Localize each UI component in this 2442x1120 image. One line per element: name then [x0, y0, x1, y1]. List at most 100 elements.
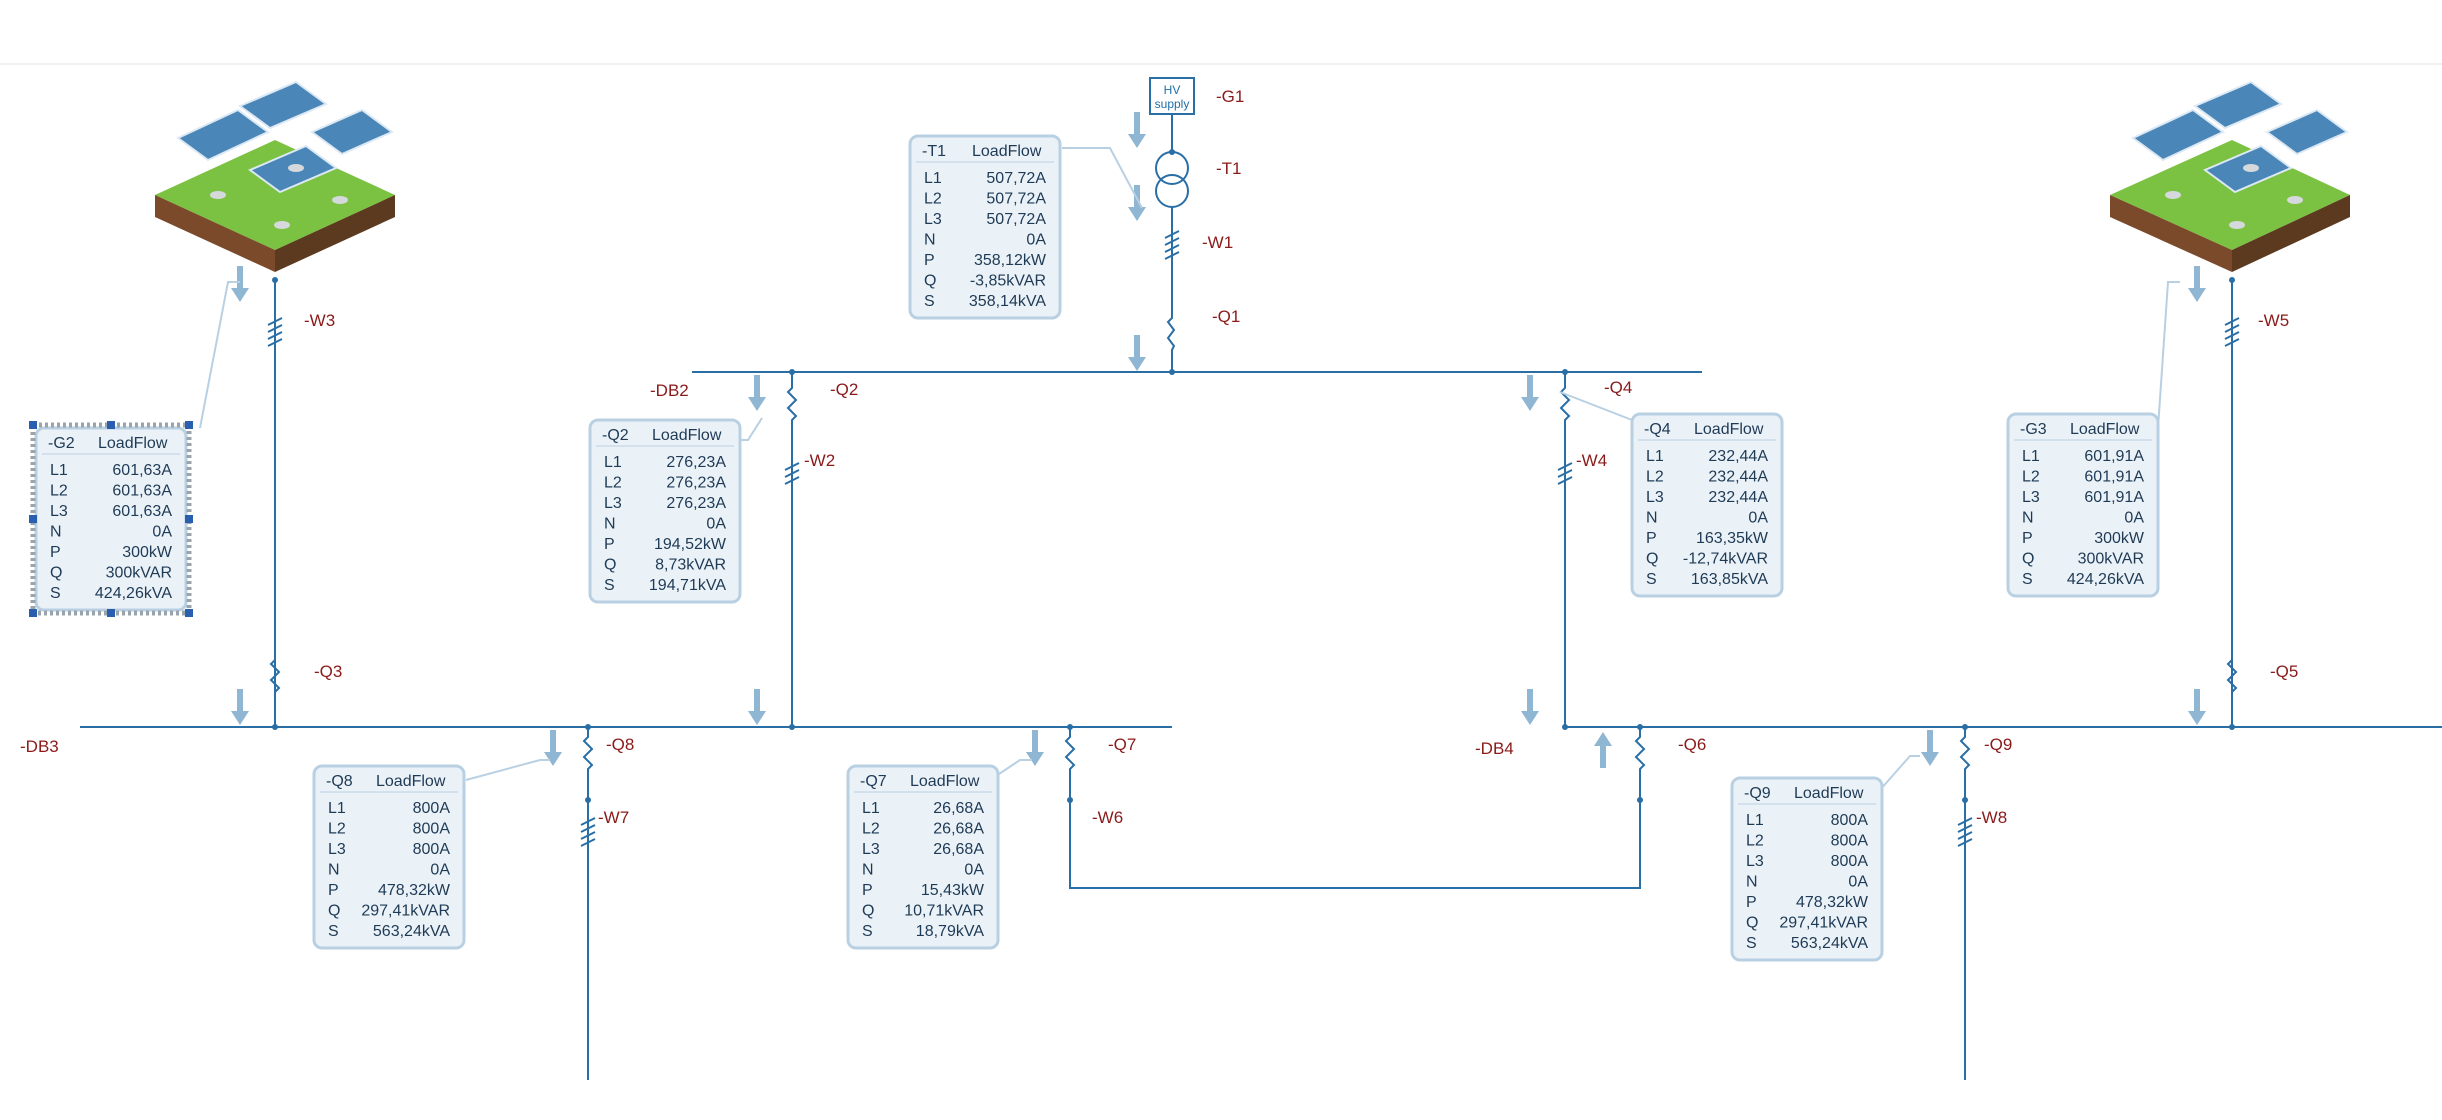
label-q2: -Q2 — [830, 380, 858, 399]
loadflow-row-key: L2 — [2022, 469, 2040, 486]
loadflow-row-value: 601,91A — [2084, 469, 2144, 486]
loadflow-row-key: L2 — [1646, 469, 1664, 486]
resize-handle[interactable] — [107, 609, 115, 617]
loadflow-row-key: S — [2022, 571, 2033, 588]
switch-q1-icon[interactable] — [1166, 300, 1176, 372]
resize-handle[interactable] — [185, 515, 193, 523]
loadflow-row-value: 507,72A — [986, 170, 1046, 187]
loadflow-box-title: LoadFlow — [652, 427, 722, 444]
cable-w3-icon — [267, 317, 283, 347]
loadflow-row-key: N — [1646, 510, 1658, 527]
label-q9: -Q9 — [1984, 735, 2012, 754]
label-g1: -G1 — [1216, 87, 1244, 106]
loadflow-row-value: 478,32kW — [1796, 894, 1869, 911]
resize-handle[interactable] — [185, 609, 193, 617]
loadflow-row-value: 163,85kVA — [1691, 571, 1768, 588]
loadflow-row-value: 0A — [1026, 232, 1046, 249]
switch-q6-icon[interactable] — [1634, 727, 1646, 800]
loadflow-row-value: 507,72A — [986, 191, 1046, 208]
label-w6: -W6 — [1092, 808, 1123, 827]
loadflow-row-key: L3 — [924, 211, 942, 228]
loadflow-row-key: L3 — [1746, 853, 1764, 870]
loadflow-box-title: LoadFlow — [376, 773, 446, 790]
solar-array-g2-icon[interactable] — [155, 80, 395, 272]
loadflow-row-key: L2 — [604, 475, 622, 492]
switch-q4-icon[interactable] — [1559, 372, 1571, 430]
resize-handle[interactable] — [185, 421, 193, 429]
loadflow-row-value: 601,63A — [112, 503, 172, 520]
loadflow-row-value: 0A — [1748, 510, 1768, 527]
loadflow-row-value: 0A — [2124, 510, 2144, 527]
loadflow-row-value: 10,71kVAR — [904, 903, 984, 920]
loadflow-row-key: L2 — [50, 483, 68, 500]
loadflow-row-value: 563,24kVA — [373, 923, 450, 940]
loadflow-row-key: P — [604, 536, 615, 553]
loadflow-row-value: 8,73kVAR — [655, 557, 726, 574]
switch-q7-icon[interactable] — [1064, 727, 1076, 800]
loadflow-box-id: -Q9 — [1744, 785, 1771, 802]
loadflow-row-value: 563,24kVA — [1791, 935, 1868, 952]
resize-handle[interactable] — [29, 515, 37, 523]
cable-w7-icon — [580, 817, 596, 847]
loadflow-row-key: N — [50, 524, 62, 541]
loadflow-row-key: S — [50, 585, 61, 602]
loadflow-row-key: Q — [328, 903, 340, 920]
arrow-down-icon — [231, 266, 249, 302]
resize-handle[interactable] — [107, 421, 115, 429]
resize-handle[interactable] — [29, 609, 37, 617]
loadflow-row-key: L1 — [50, 462, 68, 479]
loadflow-row-key: L2 — [328, 821, 346, 838]
loadflow-row-key: L1 — [328, 800, 346, 817]
label-q3: -Q3 — [314, 662, 342, 681]
arrow-down-icon — [2188, 689, 2206, 725]
hv-supply-text-1: HV — [1164, 83, 1181, 97]
transformer-t1[interactable] — [1155, 151, 1189, 208]
switch-q3-icon[interactable] — [269, 650, 281, 727]
label-q5: -Q5 — [2270, 662, 2298, 681]
switch-q2-icon[interactable] — [786, 372, 798, 430]
loadflow-row-value: 26,68A — [933, 821, 984, 838]
resize-handle[interactable] — [29, 421, 37, 429]
switch-q8-icon[interactable] — [582, 727, 594, 800]
label-q4: -Q4 — [1604, 378, 1632, 397]
loadflow-row-value: -3,85kVAR — [970, 273, 1046, 290]
arrow-down-icon — [1128, 185, 1146, 221]
arrow-down-icon — [231, 689, 249, 725]
loadflow-row-value: 0A — [152, 524, 172, 541]
label-t1: -T1 — [1216, 159, 1242, 178]
hv-supply-source[interactable]: HV supply — [1149, 77, 1195, 115]
loadflow-row-key: L1 — [862, 800, 880, 817]
label-q8: -Q8 — [606, 735, 634, 754]
label-db3: -DB3 — [20, 737, 59, 756]
arrow-down-icon — [748, 689, 766, 725]
loadflow-row-key: P — [862, 882, 873, 899]
loadflow-row-key: S — [1646, 571, 1657, 588]
switch-q5-icon[interactable] — [2226, 650, 2238, 727]
loadflow-row-key: Q — [924, 273, 936, 290]
loadflow-row-key: S — [1746, 935, 1757, 952]
loadflow-box-id: -Q4 — [1644, 421, 1671, 438]
loadflow-row-value: 0A — [430, 862, 450, 879]
switch-q9-icon[interactable] — [1959, 727, 1971, 800]
loadflow-row-value: 601,91A — [2084, 489, 2144, 506]
loadflow-row-key: P — [1646, 530, 1657, 547]
loadflow-row-value: 800A — [1831, 833, 1869, 850]
loadflow-row-value: 0A — [964, 862, 984, 879]
loadflow-row-value: 300kW — [2094, 530, 2145, 547]
loadflow-row-key: S — [328, 923, 339, 940]
loadflow-row-value: 424,26kVA — [2067, 571, 2144, 588]
loadflow-row-key: L1 — [1746, 812, 1764, 829]
arrow-down-icon — [748, 375, 766, 411]
solar-array-g3-icon[interactable] — [2110, 80, 2350, 272]
loadflow-row-value: 26,68A — [933, 800, 984, 817]
loadflow-row-key: L1 — [1646, 448, 1664, 465]
